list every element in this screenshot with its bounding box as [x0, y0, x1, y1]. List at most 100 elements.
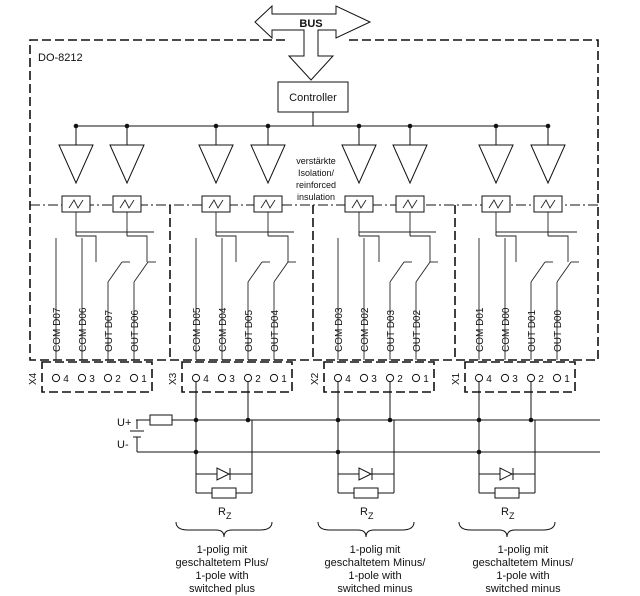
load-junction-dot	[335, 449, 341, 455]
load-junction-dot	[476, 449, 482, 455]
rail-junction-dot	[193, 417, 199, 423]
relay-actuator-wire	[548, 235, 569, 262]
terminal-pin	[411, 373, 421, 383]
supply-plus-label: U+	[117, 417, 131, 429]
rail-junction-dot	[245, 417, 251, 423]
driver-triangle	[250, 144, 286, 185]
caption-middle-line-4: switched minus	[337, 583, 413, 595]
relay-link	[495, 231, 551, 236]
resistor-icon	[353, 487, 379, 499]
isolation-note-line-3: reinforced	[296, 180, 336, 190]
load-resistor-subscript: Z	[368, 511, 374, 521]
signal-label: COM D01	[475, 307, 486, 352]
relay-contact-blade	[556, 261, 572, 283]
connector-strip	[323, 361, 435, 393]
terminal-pin	[51, 373, 61, 383]
diode-icon	[358, 467, 373, 481]
grouping-brace	[458, 521, 556, 538]
relay-link	[215, 231, 268, 236]
relay-link	[75, 231, 128, 236]
signal-label: COM D02	[360, 307, 371, 352]
relay-contact-blade	[247, 261, 263, 283]
caption-middle: 1-polig mit geschaltetem Minus/ 1-pole w…	[300, 544, 450, 596]
rail-junction-dot	[387, 417, 393, 423]
driver-triangle	[530, 144, 566, 185]
signal-label: OUT D06	[130, 310, 141, 352]
relay-contact-blade	[415, 261, 431, 283]
load-resistor-label: R	[360, 506, 368, 518]
driver-triangle	[58, 144, 94, 185]
driver-triangle	[198, 144, 234, 185]
grouping-brace	[175, 521, 273, 538]
resistor-icon	[211, 487, 237, 499]
signal-label: OUT D05	[244, 310, 255, 352]
signal-label: OUT D04	[270, 310, 281, 352]
caption-right-line-2: geschaltetem Minus/	[472, 557, 574, 569]
caption-left-line-1: 1-polig mit	[196, 544, 248, 556]
signal-label: COM D07	[52, 307, 63, 352]
connector-label: X1	[451, 372, 462, 385]
relay-actuator-wire	[496, 235, 517, 262]
terminal-pin	[385, 373, 395, 383]
rail-junction-dot	[528, 417, 534, 423]
relay-contact-blade	[530, 261, 546, 283]
device-label: DO-8212	[38, 52, 83, 64]
terminal-pin	[526, 373, 536, 383]
controller-box	[277, 81, 349, 113]
relay-link	[267, 231, 294, 236]
relay-actuator-wire	[76, 235, 97, 262]
driver-triangle	[109, 144, 145, 185]
relay-actuator-wire	[410, 235, 431, 262]
signal-label: OUT D02	[412, 310, 423, 352]
pin-number: 1	[141, 374, 147, 385]
terminal-pin	[217, 373, 227, 383]
bus-label: BUS	[299, 18, 322, 30]
connector-strip	[181, 361, 293, 393]
caption-left: 1-polig mit geschaltetem Plus/ 1-pole wi…	[147, 544, 297, 596]
pin-number: 3	[512, 374, 518, 385]
resistor-icon	[494, 487, 520, 499]
load-resistor-label: R	[501, 506, 509, 518]
supply-minus-label: U-	[117, 439, 129, 451]
connector-label: X3	[168, 372, 179, 385]
terminal-pin	[77, 373, 87, 383]
signal-label: COM D00	[501, 307, 512, 352]
terminal-pin	[191, 373, 201, 383]
isolation-note-line-1: verstärkte	[296, 156, 336, 166]
connector-strip	[464, 361, 576, 393]
terminal-pin	[474, 373, 484, 383]
optocoupler-symbol	[488, 199, 504, 209]
pin-number: 2	[538, 374, 544, 385]
driver-triangle	[478, 144, 514, 185]
connector-strip	[41, 361, 153, 393]
signal-label: OUT D07	[104, 310, 115, 352]
caption-middle-line-3: 1-pole with	[348, 570, 402, 582]
optocoupler-symbol	[402, 199, 418, 209]
caption-middle-line-2: geschaltetem Minus/	[324, 557, 426, 569]
signal-label: OUT D03	[386, 310, 397, 352]
relay-actuator-wire	[359, 235, 380, 262]
pin-number: 4	[63, 374, 69, 385]
relay-link	[409, 231, 436, 236]
isolation-note-line-2: Isolation/	[298, 168, 335, 178]
pin-number: 3	[89, 374, 95, 385]
connector-label: X4	[28, 372, 39, 385]
pin-number: 2	[397, 374, 403, 385]
optocoupler-symbol	[260, 199, 276, 209]
diode-icon	[499, 467, 514, 481]
caption-left-line-3: 1-pole with	[195, 570, 249, 582]
relay-link	[547, 231, 577, 236]
bus-arrow	[254, 4, 372, 81]
load-resistor-subscript: Z	[226, 511, 232, 521]
relay-contact-blade	[273, 261, 289, 283]
signal-label: OUT D00	[553, 310, 564, 352]
pin-number: 2	[115, 374, 121, 385]
caption-middle-line-1: 1-polig mit	[349, 544, 401, 556]
relay-link	[358, 231, 410, 236]
load-junction-dot	[193, 449, 199, 455]
diode-icon	[216, 467, 231, 481]
signal-label: COM D04	[218, 307, 229, 352]
driver-triangle	[341, 144, 377, 185]
